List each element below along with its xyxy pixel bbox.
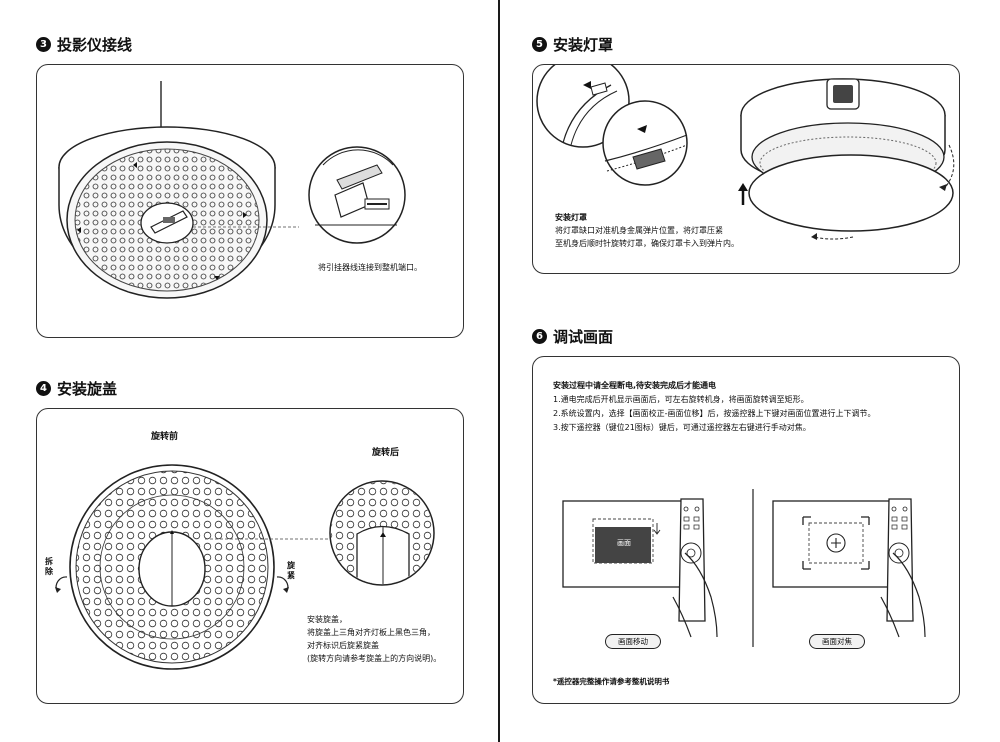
section-6-panel: 安装过程中请全程断电,待安装完成后才能通电 1.通电完成后开机显示画面后，可左右… bbox=[532, 356, 960, 704]
step-number-badge: 5 bbox=[532, 37, 547, 52]
before-rotation-label: 旋转前 bbox=[151, 432, 179, 442]
section-title-text: 安装灯罩 bbox=[553, 36, 614, 54]
lampshade-line-1: 将灯罩缺口对准机身金属弹片位置，将灯罩压紧 bbox=[555, 226, 723, 235]
projector-wiring-illustration bbox=[58, 81, 406, 299]
step-number-badge: 3 bbox=[36, 37, 51, 52]
wiring-caption: 将引挂器线连接到整机端口。 bbox=[318, 263, 422, 272]
remove-label: 拆除 bbox=[45, 557, 53, 576]
section-5-title: 5 安装灯罩 bbox=[532, 34, 613, 55]
section-title-text: 投影仪接线 bbox=[57, 36, 133, 54]
screen-label: 画面 bbox=[617, 539, 631, 547]
cover-caption-line-2: 将旋盖上三角对齐灯板上黑色三角， bbox=[307, 628, 435, 637]
remote-footnote: *遥控器完整操作请参考整机说明书 bbox=[553, 677, 670, 686]
section-6-title: 6 调试画面 bbox=[532, 326, 613, 347]
picture-adjust-illustration bbox=[562, 489, 926, 647]
page-divider bbox=[498, 0, 500, 742]
section-3-panel: 将引挂器线连接到整机端口。 bbox=[36, 64, 464, 338]
section-3-title: 3 投影仪接线 bbox=[36, 34, 132, 55]
section-4-title: 4 安装旋盖 bbox=[36, 378, 117, 399]
adjust-step-2: 2.系统设置内，选择【画面校正-画面位移】后，按遥控器上下键对画面位置进行上下调… bbox=[553, 409, 876, 418]
after-rotation-label: 旋转后 bbox=[372, 448, 400, 458]
adjust-step-1: 1.通电完成后开机显示画面后，可左右旋转机身，将画面旋转调至矩形。 bbox=[553, 395, 809, 404]
section-title-text: 调试画面 bbox=[553, 328, 614, 346]
cover-caption-line-3: 对齐标识后旋紧旋盖 bbox=[307, 641, 379, 650]
step-number-badge: 6 bbox=[532, 329, 547, 344]
cover-caption-line-1: 安装旋盖， bbox=[307, 615, 347, 624]
lampshade-line-2: 至机身后顺时针旋转灯罩，确保灯罩卡入到弹片内。 bbox=[555, 239, 739, 248]
tighten-label: 旋紧 bbox=[287, 561, 295, 580]
picture-move-label: 画面移动 bbox=[605, 634, 661, 649]
picture-focus-label: 画面对焦 bbox=[809, 634, 865, 649]
cover-install-illustration bbox=[55, 464, 435, 670]
adjust-step-3: 3.按下遥控器（键位21图标）键后，可通过遥控器左右键进行手动对焦。 bbox=[553, 423, 811, 432]
section-5-panel: 安装灯罩 将灯罩缺口对准机身金属弹片位置，将灯罩压紧 至机身后顺时针旋转灯罩，确… bbox=[532, 64, 960, 274]
lampshade-install-illustration bbox=[536, 65, 955, 240]
lampshade-heading: 安装灯罩 bbox=[555, 213, 587, 222]
power-warning-heading: 安装过程中请全程断电,待安装完成后才能通电 bbox=[553, 381, 717, 390]
step-number-badge: 4 bbox=[36, 381, 51, 396]
section-4-panel: 旋转前 旋转后 拆除 旋紧 安装旋盖， 将旋盖上三角对齐灯板上黑色三角， 对齐标… bbox=[36, 408, 464, 704]
cover-caption-line-4: (旋转方向请参考旋盖上的方向说明)。 bbox=[307, 654, 442, 663]
section-title-text: 安装旋盖 bbox=[57, 380, 118, 398]
